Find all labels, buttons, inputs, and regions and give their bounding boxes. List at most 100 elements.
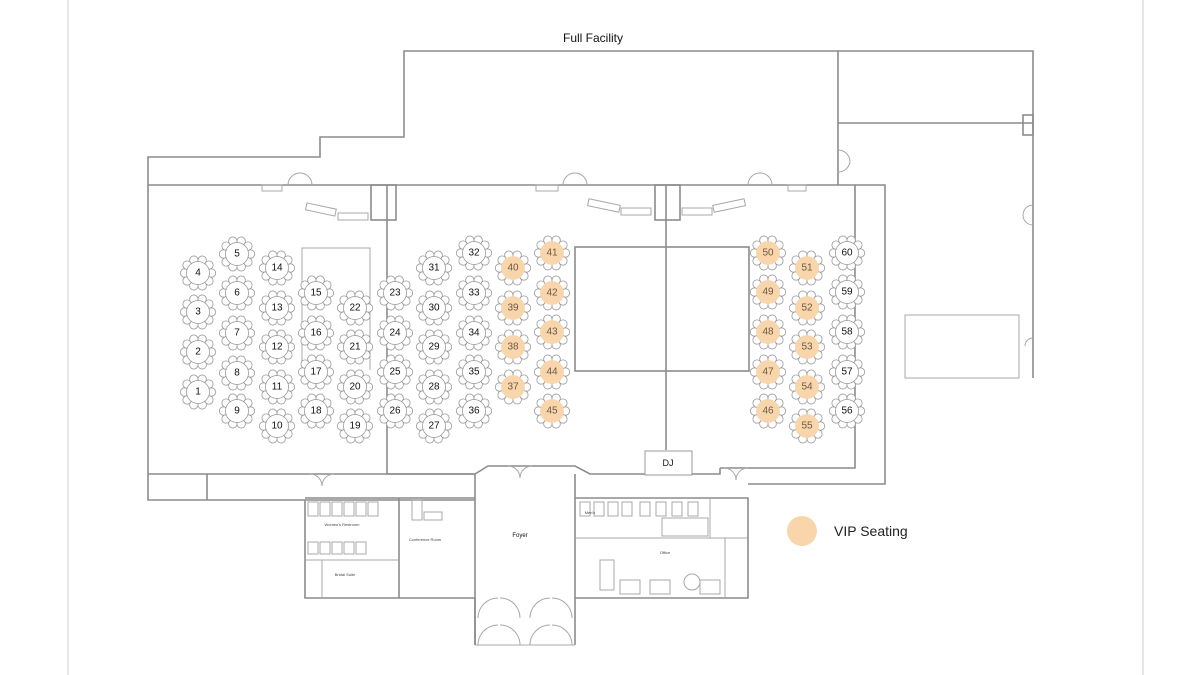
table-44: 44 xyxy=(533,354,571,390)
mens-label: Men's xyxy=(585,510,596,515)
table-number: 19 xyxy=(349,421,361,432)
table-top xyxy=(383,321,407,345)
table-number: 5 xyxy=(234,249,240,260)
table-top xyxy=(343,414,367,438)
table-46: 46 xyxy=(749,393,787,429)
table-22: 22 xyxy=(336,290,374,326)
table-number: 44 xyxy=(546,367,558,378)
table-number: 30 xyxy=(428,303,440,314)
table-number: 15 xyxy=(310,288,322,299)
table-1: 1 xyxy=(179,374,217,410)
vip-table-top xyxy=(795,256,819,280)
vip-table-top xyxy=(756,360,780,384)
conference-room-label: Conference Room xyxy=(409,537,442,542)
table-number: 16 xyxy=(310,328,322,339)
table-top xyxy=(835,360,859,384)
legend-vip-swatch xyxy=(787,516,817,546)
table-17: 17 xyxy=(297,354,335,390)
table-39: 39 xyxy=(494,290,532,326)
table-11: 11 xyxy=(258,369,296,405)
table-36: 36 xyxy=(455,393,493,429)
office-label: Office xyxy=(660,550,671,555)
table-number: 57 xyxy=(841,367,853,378)
vip-table-top xyxy=(501,256,525,280)
table-top xyxy=(304,399,328,423)
vip-table-top xyxy=(756,399,780,423)
table-number: 2 xyxy=(195,347,201,358)
table-number: 8 xyxy=(234,368,240,379)
table-23: 23 xyxy=(376,275,414,311)
table-29: 29 xyxy=(415,329,453,365)
table-top xyxy=(304,360,328,384)
table-top xyxy=(343,296,367,320)
table-28: 28 xyxy=(415,369,453,405)
table-60: 60 xyxy=(828,235,866,271)
table-52: 52 xyxy=(788,290,826,326)
table-top xyxy=(422,375,446,399)
table-number: 46 xyxy=(762,406,774,417)
table-top xyxy=(265,414,289,438)
table-number: 25 xyxy=(389,367,401,378)
vip-table-top xyxy=(501,335,525,359)
table-number: 48 xyxy=(762,327,774,338)
table-42: 42 xyxy=(533,275,571,311)
table-30: 30 xyxy=(415,290,453,326)
table-35: 35 xyxy=(455,354,493,390)
table-38: 38 xyxy=(494,329,532,365)
table-top xyxy=(422,256,446,280)
table-14: 14 xyxy=(258,250,296,286)
table-top xyxy=(422,296,446,320)
table-top xyxy=(186,380,210,404)
table-number: 12 xyxy=(271,342,283,353)
table-top xyxy=(265,296,289,320)
table-number: 59 xyxy=(841,287,853,298)
table-number: 28 xyxy=(428,382,440,393)
table-27: 27 xyxy=(415,408,453,444)
table-number: 9 xyxy=(234,406,240,417)
table-top xyxy=(225,242,249,266)
table-number: 11 xyxy=(272,382,283,393)
table-number: 56 xyxy=(841,406,853,417)
table-37: 37 xyxy=(494,369,532,405)
table-number: 13 xyxy=(271,303,283,314)
table-number: 43 xyxy=(546,327,558,338)
table-3: 3 xyxy=(179,294,217,330)
table-top xyxy=(225,399,249,423)
table-9: 9 xyxy=(218,393,256,429)
vip-table-top xyxy=(501,375,525,399)
table-43: 43 xyxy=(533,314,571,350)
table-number: 7 xyxy=(234,328,240,339)
table-top xyxy=(462,399,486,423)
table-49: 49 xyxy=(749,274,787,310)
table-top xyxy=(462,281,486,305)
table-top xyxy=(383,281,407,305)
table-32: 32 xyxy=(455,235,493,271)
table-55: 55 xyxy=(788,408,826,444)
table-15: 15 xyxy=(297,275,335,311)
table-number: 35 xyxy=(468,367,480,378)
table-16: 16 xyxy=(297,315,335,351)
table-40: 40 xyxy=(494,250,532,286)
table-53: 53 xyxy=(788,329,826,365)
table-25: 25 xyxy=(376,354,414,390)
table-number: 23 xyxy=(389,288,401,299)
bridal-suite-label: Bridal Suite xyxy=(335,572,356,577)
table-number: 40 xyxy=(507,263,519,274)
table-top xyxy=(265,335,289,359)
table-top xyxy=(422,414,446,438)
table-number: 1 xyxy=(195,387,201,398)
table-top xyxy=(186,340,210,364)
table-20: 20 xyxy=(336,369,374,405)
table-number: 27 xyxy=(428,421,440,432)
table-number: 26 xyxy=(389,406,401,417)
table-45: 45 xyxy=(533,393,571,429)
table-number: 32 xyxy=(468,248,480,259)
dj-label: DJ xyxy=(663,458,674,468)
table-number: 21 xyxy=(349,342,361,353)
table-number: 6 xyxy=(234,288,240,299)
table-51: 51 xyxy=(788,250,826,286)
table-number: 53 xyxy=(801,342,813,353)
tables: 1234567891011121314151617181920212223242… xyxy=(179,235,866,444)
table-21: 21 xyxy=(336,329,374,365)
